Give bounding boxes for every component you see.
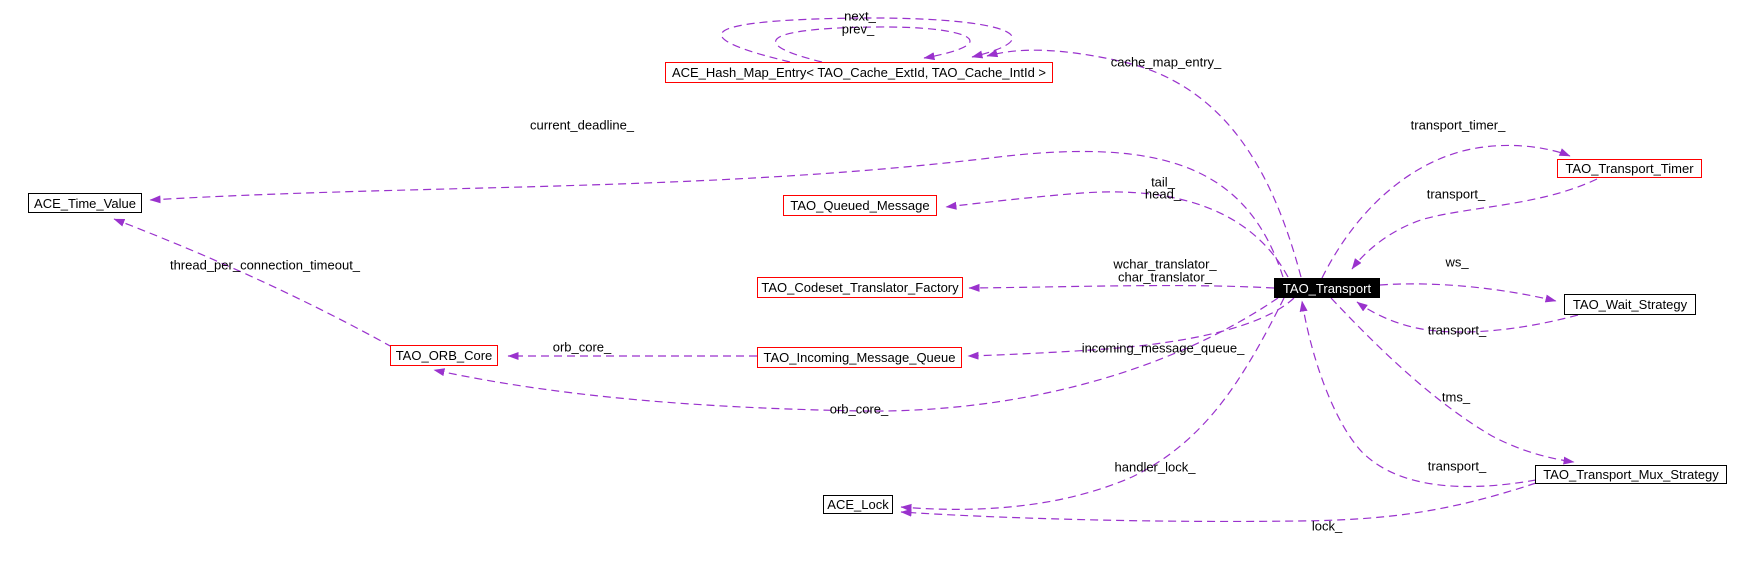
node-tao-orb-core[interactable]: TAO_ORB_Core <box>390 345 498 366</box>
node-tao-transport-mux-strategy[interactable]: TAO_Transport_Mux_Strategy <box>1535 465 1727 484</box>
node-ace-hash-map-entry[interactable]: ACE_Hash_Map_Entry< TAO_Cache_ExtId, TAO… <box>665 62 1053 83</box>
edge-label-ws: ws_ <box>1445 254 1469 270</box>
edge-label-handler-lock: handler_lock_ <box>1114 459 1196 475</box>
node-tao-codeset-translator-factory[interactable]: TAO_Codeset_Translator_Factory <box>757 277 963 298</box>
node-ace-time-value[interactable]: ACE_Time_Value <box>28 193 142 213</box>
edge-cache-map-entry <box>986 49 1302 278</box>
edge-label-incoming-message-queue: incoming_message_queue_ <box>1081 340 1245 356</box>
edge-label-prev: prev_ <box>841 21 875 37</box>
edge-label-thread-per-connection-timeout: thread_per_connection_timeout_ <box>169 257 361 273</box>
edge-tail-head <box>945 191 1289 278</box>
edge-label-head: head_ <box>1144 186 1182 202</box>
edge-prev-self-loop <box>775 26 971 63</box>
edge-lock <box>900 482 1537 523</box>
node-tao-transport-timer[interactable]: TAO_Transport_Timer <box>1557 159 1702 178</box>
edge-label-transport-timer: transport_timer_ <box>1410 117 1506 133</box>
edge-transport-from-mux-strategy <box>1299 300 1537 488</box>
edge-tms <box>1330 297 1575 465</box>
edge-label-cache-map-entry: cache_map_entry_ <box>1110 54 1222 70</box>
edge-label-next: next_ <box>844 8 876 24</box>
edge-handler-lock <box>900 297 1285 512</box>
edge-label-lock: lock_ <box>1311 518 1343 534</box>
edge-transport-from-timer <box>1351 178 1598 270</box>
edge-label-transport-ws-back: transport_ <box>1427 322 1487 338</box>
edge-label-tms: tms_ <box>1441 389 1471 405</box>
edge-thread-per-connection-timeout <box>113 218 393 348</box>
edge-current-deadline <box>149 150 1284 278</box>
edge-ws <box>1379 283 1557 303</box>
edge-orb-core-from-transport <box>433 297 1279 412</box>
edge-label-current-deadline: current_deadline_ <box>529 117 635 133</box>
edge-label-transport-timer-back: transport_ <box>1426 186 1486 202</box>
edge-label-transport-mux-back: transport_ <box>1427 458 1487 474</box>
edge-incoming-message-queue <box>967 297 1295 360</box>
edge-translators <box>968 283 1275 292</box>
edge-label-orb-core-2: orb_core_ <box>829 401 889 417</box>
edge-label-wchar-translator: wchar_translator_ <box>1113 256 1217 272</box>
node-tao-wait-strategy[interactable]: TAO_Wait_Strategy <box>1564 294 1696 315</box>
node-tao-incoming-message-queue[interactable]: TAO_Incoming_Message_Queue <box>757 347 962 368</box>
edge-transport-from-wait-strategy <box>1356 301 1579 333</box>
edge-label-char-translator: char_translator_ <box>1118 269 1212 285</box>
edge-label-tail: tail_ <box>1151 174 1175 190</box>
node-tao-queued-message[interactable]: TAO_Queued_Message <box>783 195 937 216</box>
node-ace-lock[interactable]: ACE_Lock <box>823 495 893 514</box>
edge-label-orb-core: orb_core_ <box>552 339 612 355</box>
edge-next-self-loop <box>720 17 1013 63</box>
node-tao-transport: TAO_Transport <box>1274 278 1380 298</box>
